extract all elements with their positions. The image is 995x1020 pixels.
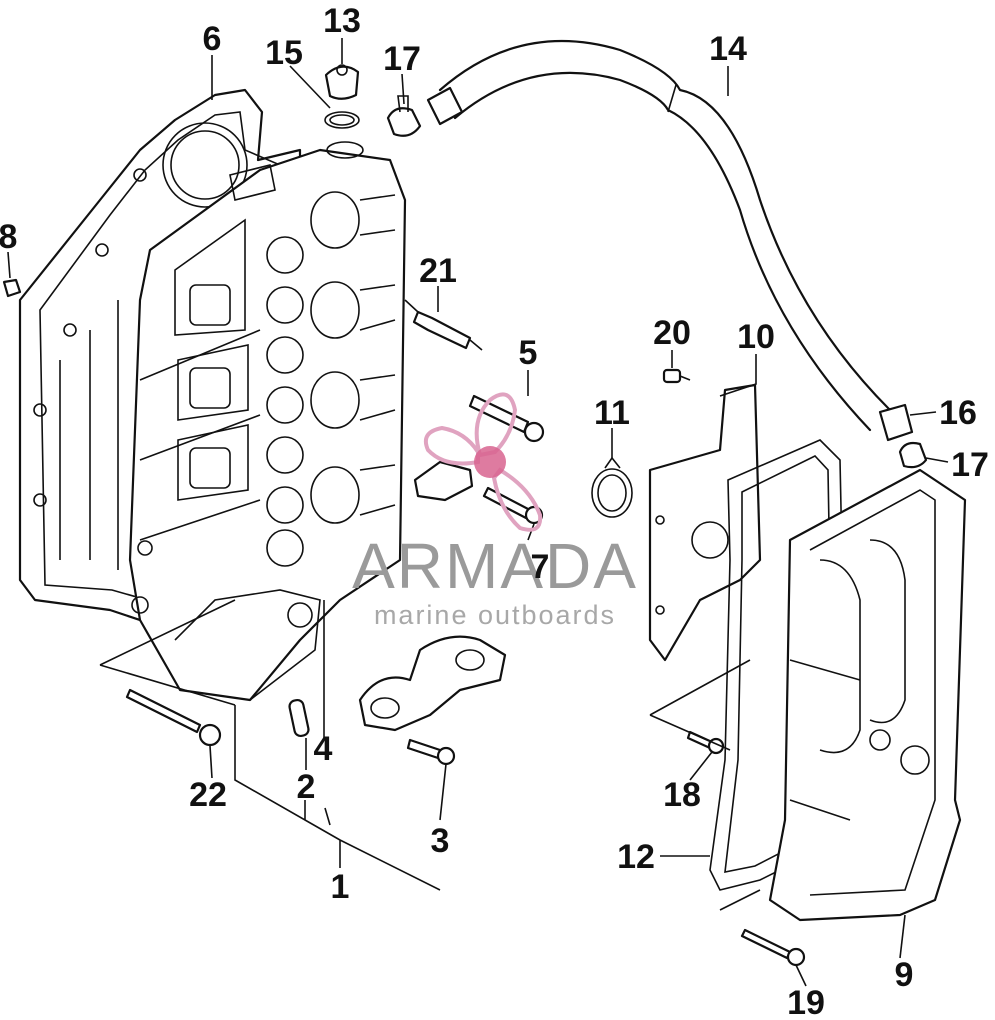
logo-hub xyxy=(474,446,506,478)
callout-11: 11 xyxy=(594,394,630,432)
hose-clip-17-top xyxy=(386,95,422,137)
callout-3: 3 xyxy=(431,822,450,860)
cylinder-head-cover-9 xyxy=(768,468,967,922)
callout-6: 6 xyxy=(203,20,222,58)
clamp-bracket xyxy=(413,460,474,502)
callout-17-top: 17 xyxy=(383,40,421,78)
hose-clip-17-bottom xyxy=(898,441,928,469)
callout-17-bottom: 17 xyxy=(951,446,989,484)
bolt-18 xyxy=(686,730,725,755)
callout-2: 2 xyxy=(297,768,316,806)
bolt-22 xyxy=(125,688,222,747)
callout-7: 7 xyxy=(531,548,550,586)
watermark-brand: ARMADA xyxy=(352,530,638,602)
clip-11 xyxy=(591,456,633,518)
bearing-cap xyxy=(358,635,507,732)
callout-1: 1 xyxy=(331,868,350,906)
o-ring-15 xyxy=(324,111,360,129)
callout-8: 8 xyxy=(0,218,17,256)
cylinder-head-block xyxy=(128,141,407,702)
propeller-logo-icon xyxy=(423,392,543,532)
callout-20: 20 xyxy=(653,314,691,352)
watermark-tagline: marine outboards xyxy=(374,600,616,630)
callout-12: 12 xyxy=(617,838,655,876)
cover-plate-10 xyxy=(648,383,762,662)
callout-21: 21 xyxy=(419,252,457,290)
callout-10: 10 xyxy=(737,318,775,356)
logo-blade-left xyxy=(423,425,480,466)
cap-13 xyxy=(324,64,360,100)
callout-14: 14 xyxy=(709,30,747,68)
callout-19: 19 xyxy=(787,984,825,1020)
plug-8 xyxy=(2,278,22,298)
callout-22: 22 xyxy=(189,776,227,814)
spark-plug-21 xyxy=(404,299,483,351)
bolt-19 xyxy=(740,928,806,967)
logo-blade-top xyxy=(474,392,518,458)
dowel-pin-2 xyxy=(288,698,310,738)
callout-18: 18 xyxy=(663,776,701,814)
callout-16: 16 xyxy=(939,394,977,432)
logo-blade-right xyxy=(491,467,543,532)
callout-13: 13 xyxy=(323,2,361,40)
screw-20 xyxy=(662,368,691,384)
water-hose-14 xyxy=(426,40,914,442)
callout-5: 5 xyxy=(519,334,538,372)
callout-9: 9 xyxy=(895,956,914,994)
leader-lines xyxy=(7,38,949,987)
callout-4: 4 xyxy=(314,730,333,768)
bolt-3 xyxy=(406,738,456,766)
callout-15: 15 xyxy=(265,34,303,72)
watermark: ARMADA marine outboards xyxy=(352,392,638,630)
